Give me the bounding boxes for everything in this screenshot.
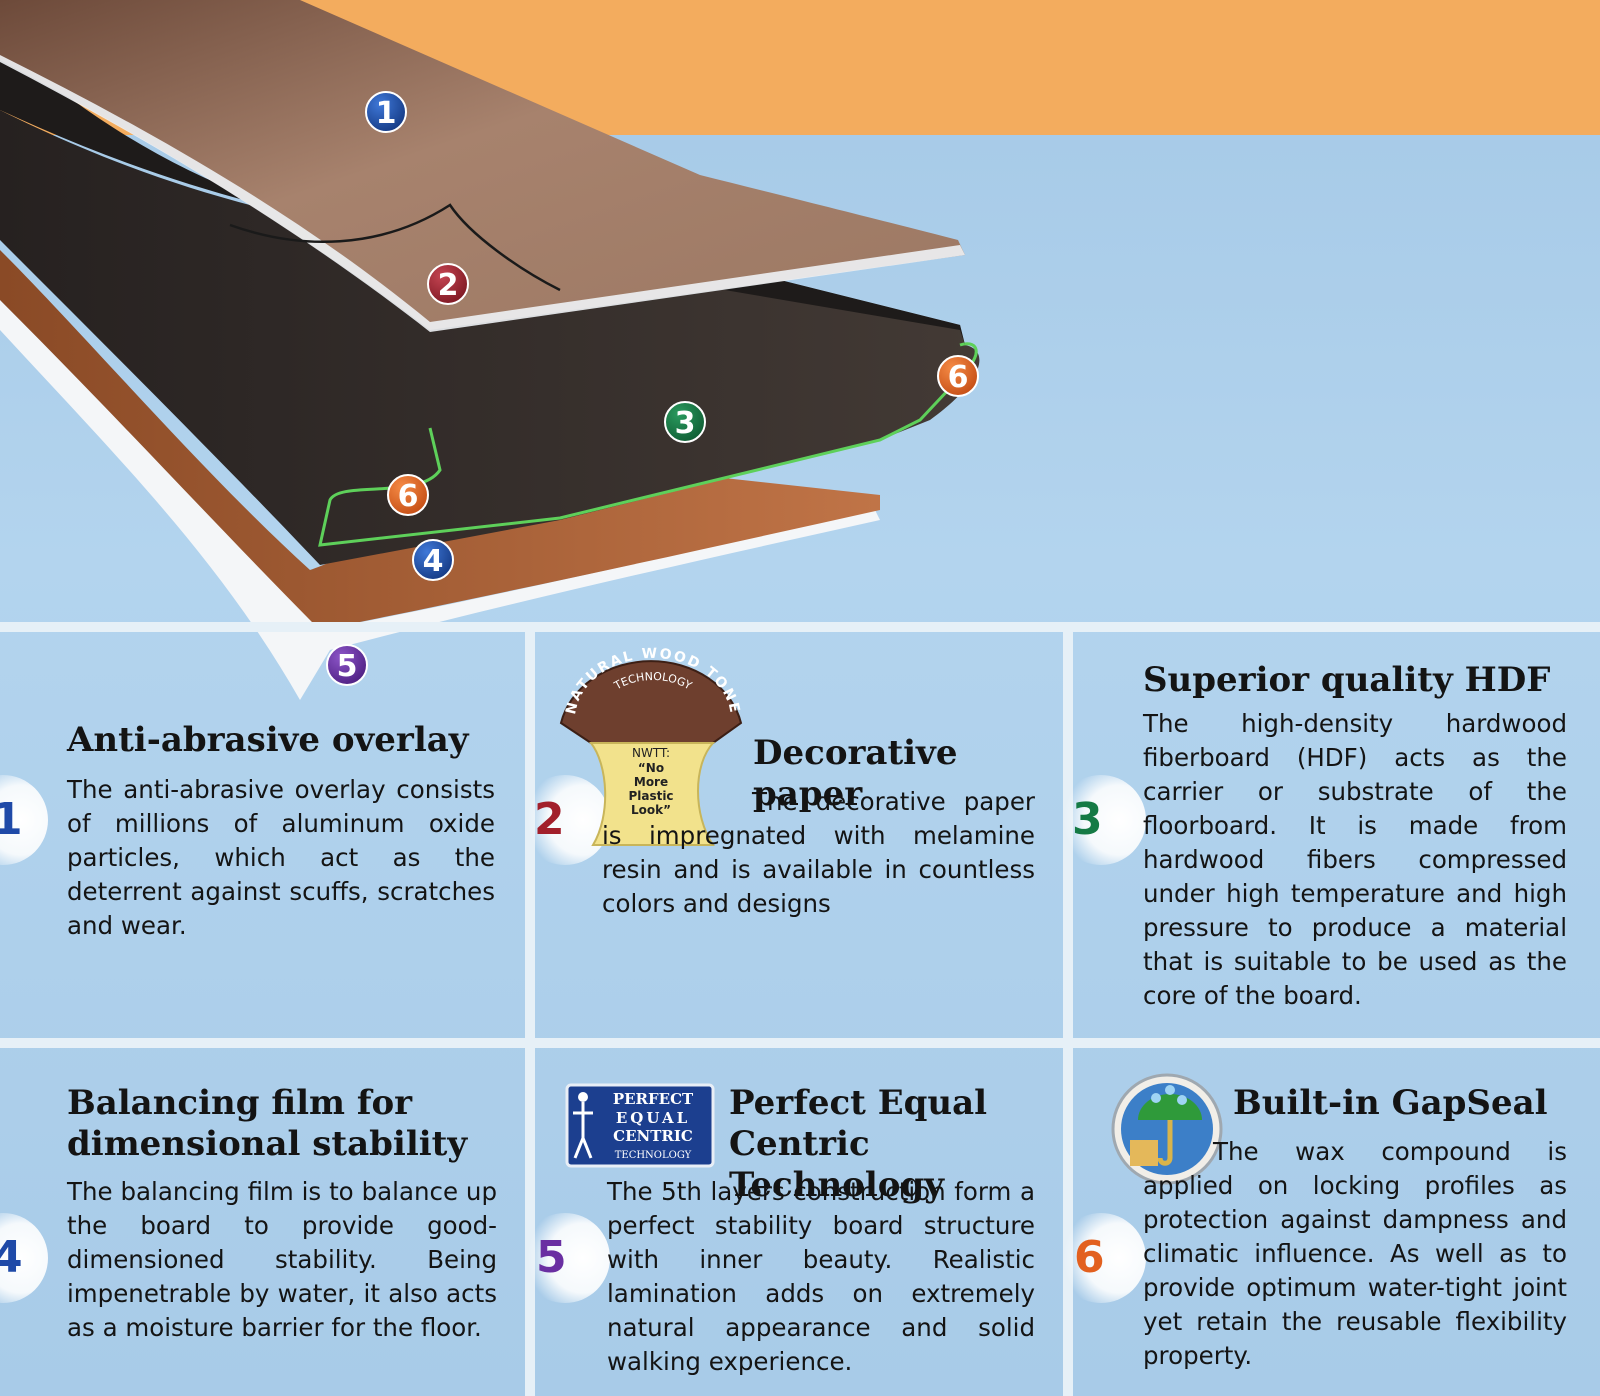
logo-trunk-line-4: Plastic [628, 789, 673, 803]
marker-3: 3 [664, 401, 706, 443]
umbrella-water-drop-icon [1111, 1073, 1223, 1185]
balancing-copper-layer [0, 250, 880, 630]
marker-4-label: 4 [423, 544, 444, 579]
marker-1: 1 [365, 91, 407, 133]
marker-1-label: 1 [376, 96, 397, 131]
panel-3-body: The high-density hardwood fiberboard (HD… [1143, 709, 1567, 1010]
panel-5-title: Perfect Equal Centric Technology [729, 1083, 988, 1205]
panel-2-number: 2 [534, 794, 565, 845]
logo-trunk-line-1: NWTT: [632, 746, 670, 760]
panel-1-body: The anti-abrasive overlay consists of mi… [67, 775, 495, 940]
pect-line-2: EQUAL [616, 1109, 690, 1127]
panel-4-body: The balancing film is to balance up the … [67, 1177, 497, 1342]
marker-6-left: 6 [387, 474, 429, 516]
grid-divider-left [525, 622, 535, 1396]
marker-6-right-label: 6 [948, 360, 969, 395]
overlay-peel-line [229, 203, 561, 292]
panel-3-title: Superior quality HDF [1143, 660, 1551, 700]
floorboard-layers-illustration: 1 2 3 4 5 6 6 [0, 0, 980, 700]
balancing-film-layer [0, 300, 880, 700]
panel-superior-quality-hdf: Superior quality HDF The high-density ha… [1143, 660, 1567, 1013]
wood-fan-shape [559, 660, 743, 744]
marker-5-label: 5 [337, 649, 358, 684]
number-disc-5 [520, 1213, 610, 1303]
pect-line-3: CENTRIC [613, 1127, 693, 1145]
decorative-paper-layer [0, 0, 965, 330]
panel-2-title: Decorative paper [753, 733, 958, 814]
tree-trunk-shape [588, 742, 716, 846]
panel-6-title: Built-in GapSeal [1233, 1083, 1548, 1123]
number-disc-2 [520, 775, 610, 865]
pect-line-4: TECHNOLOGY [615, 1150, 692, 1161]
pect-logo-frame [565, 1083, 715, 1168]
perfect-equal-centric-logo: PERFECT EQUAL CENTRIC TECHNOLOGY [565, 1083, 715, 1168]
logo-trunk-line-2: “No [638, 761, 664, 775]
panel-1-number: 1 [0, 794, 23, 845]
panel-balancing-film: Balancing film for dimensional stability… [67, 1083, 497, 1345]
pect-line-1: PERFECT [613, 1090, 694, 1108]
marker-2: 2 [427, 263, 469, 305]
marker-5: 5 [326, 644, 368, 686]
marker-6-left-label: 6 [398, 479, 419, 514]
panel-4-number: 4 [0, 1232, 23, 1283]
marker-6-right: 6 [937, 355, 979, 397]
grid-divider-top [0, 622, 1600, 632]
overlay-edge-highlight [0, 0, 965, 332]
panel-1-title: Anti-abrasive overlay [67, 720, 469, 760]
number-disc-3 [1056, 775, 1146, 865]
grid-divider-right [1063, 622, 1073, 1396]
marker-2-label: 2 [438, 268, 459, 303]
panel-6-body: The wax compound is applied on locking p… [1143, 1137, 1567, 1370]
hdf-core-layer [0, 110, 980, 565]
marker-3-label: 3 [675, 406, 696, 441]
panel-2-body: The decorative paper is impregnated with… [602, 787, 1035, 918]
panel-5-number: 5 [536, 1232, 567, 1283]
panel-6-number: 6 [1074, 1232, 1105, 1283]
marker-4: 4 [412, 539, 454, 581]
natural-wood-tone-logo: NATURAL WOOD TONE TECHNOLOGY NWTT: “No M… [559, 646, 743, 846]
panel-3-number: 3 [1072, 794, 1103, 845]
yoga-figure-icon [573, 1102, 593, 1159]
logo-trunk-line-3: More [634, 775, 668, 789]
number-disc-6 [1056, 1213, 1146, 1303]
panel-4-title: Balancing film for dimensional stability [67, 1083, 468, 1164]
logo-trunk-line-5: Look” [631, 803, 671, 817]
panel-anti-abrasive-overlay: Anti-abrasive overlay The anti-abrasive … [67, 720, 495, 943]
grid-divider-middle [0, 1038, 1600, 1048]
panel-5-body: The 5th layers construction form a perfe… [607, 1177, 1035, 1376]
